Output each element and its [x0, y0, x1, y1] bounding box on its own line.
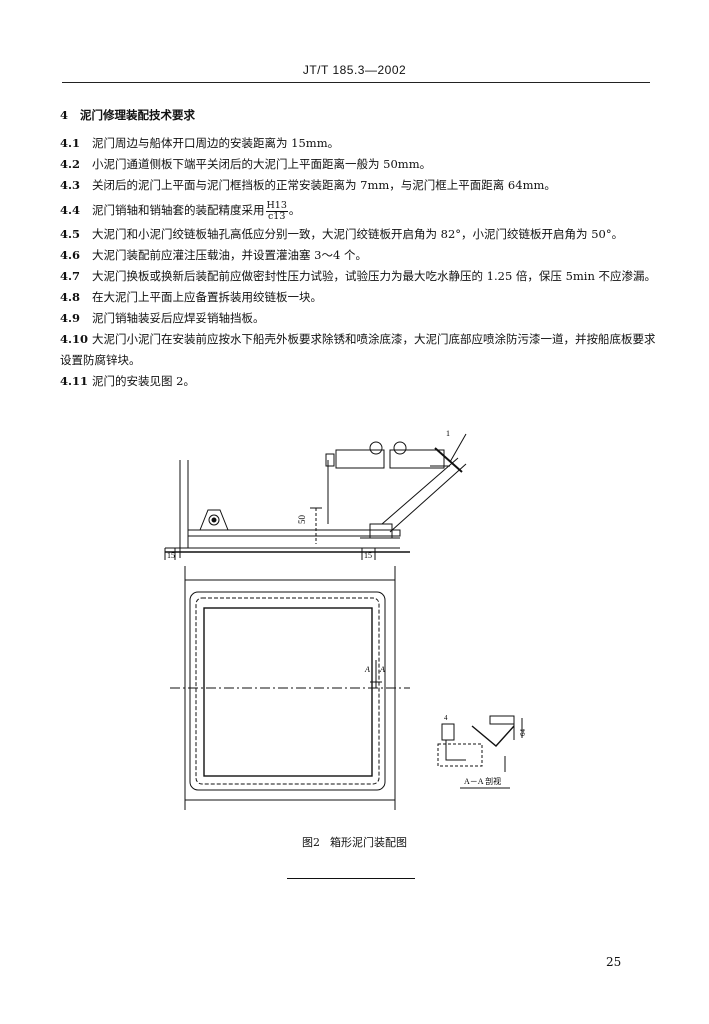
clause-text-end: 。: [288, 203, 301, 217]
clause-4-8: 4.8 在大泥门上平面上应备置拆装用绞链板一块。: [60, 287, 660, 308]
clause-number: 4.11: [60, 374, 89, 388]
clause-text: 大泥门小泥门在安装前应按水下船壳外板要求除锈和喷涂底漆，大泥门底部应喷涂防污漆一…: [60, 332, 656, 367]
clause-number: 4.9: [60, 311, 81, 325]
clause-number: 4.3: [60, 178, 81, 192]
channel-plate-top: [449, 433, 467, 463]
clause-text: 大泥门换板或换新后装配前应做密封性压力试验，试验压力为最大吃水静压的 1.25 …: [92, 269, 657, 283]
end-rule: [287, 878, 415, 879]
clause-number: 4.7: [60, 269, 81, 283]
large-door-top-plate: [187, 529, 401, 537]
clause-list: 4.1 泥门周边与船体开口周边的安装距离为 15mm。 4.2 小泥门通道侧板下端平…: [60, 133, 660, 392]
clause-text: 泥门的安装见图 2。: [92, 374, 195, 388]
mud-door-assembly-drawing: 50 15 15 1 A A 4 64 A－A 剖视: [164, 429, 527, 810]
clause-number: 4.6: [60, 248, 81, 262]
section-heading: 4 泥门修理装配技术要求: [60, 107, 195, 123]
section-flange: [441, 723, 455, 741]
figure-number: 图2: [302, 836, 320, 849]
clause-number: 4.4: [60, 203, 81, 217]
section-mark-a-left: A: [364, 665, 370, 674]
hinge-bracket: [199, 509, 229, 531]
figure-caption: 图2 箱形泥门装配图: [0, 834, 709, 850]
clause-number: 4.1: [60, 136, 81, 150]
clause-number: 4.8: [60, 290, 81, 304]
large-door-outer-outline: [189, 591, 386, 791]
clause-text: 泥门销轴装妥后应焊妥销轴挡板。: [92, 311, 265, 325]
fraction-denominator: c13: [267, 210, 286, 222]
clause-text: 大泥门装配前应灌注压载油，并设置灌油塞 3～4 个。: [92, 248, 367, 262]
section-number: 4: [60, 108, 69, 122]
hinge-pin-circle: [208, 514, 220, 526]
small-door-post-cap: [325, 453, 335, 467]
dimension-15-left-label: 15: [167, 551, 175, 560]
section-hull-outline: [437, 743, 483, 767]
page-header: JT/T 185.3—2002: [0, 63, 709, 77]
clause-4-5: 4.5 大泥门和小泥门绞链板轴孔高低应分别一致，大泥门绞链板开启角为 82°，小泥…: [60, 224, 660, 245]
clause-text: 小泥门通道侧板下端平关闭后的大泥门上平面距离一般为 50mm。: [92, 157, 432, 171]
clause-4-9: 4.9 泥门销轴装妥后应焊妥销轴挡板。: [60, 308, 660, 329]
large-door-inner-opening: [203, 607, 373, 777]
section-label-4: 4: [444, 714, 448, 722]
hinge-roller-2: [393, 441, 407, 455]
standard-code: JT/T 185.3—2002: [302, 63, 407, 77]
fraction-numerator: H13: [265, 199, 288, 212]
stop-bar: [434, 447, 463, 473]
clause-number: 4.2: [60, 157, 81, 171]
part-label-1: 1: [446, 429, 450, 438]
page-number: 25: [606, 955, 622, 969]
section-label-64: 64: [519, 729, 527, 737]
clause-4-7: 4.7 大泥门换板或换新后装配前应做密封性压力试验，试验压力为最大吃水静压的 1.…: [60, 266, 660, 287]
clause-4-1: 4.1 泥门周边与船体开口周边的安装距离为 15mm。: [60, 133, 660, 154]
clause-number: 4.10: [60, 332, 89, 346]
hinge-roller-1: [369, 441, 383, 455]
header-rule: [62, 82, 650, 83]
section-frame-profile: [445, 740, 466, 761]
clause-4-6: 4.6 大泥门装配前应灌注压载油，并设置灌油塞 3～4 个。: [60, 245, 660, 266]
section-view-label: A－A 剖视: [464, 776, 501, 786]
clause-text: 泥门周边与船体开口周边的安装距离为 15mm。: [92, 136, 340, 150]
dimension-50-label: 50: [297, 515, 307, 525]
clause-4-2: 4.2 小泥门通道侧板下端平关闭后的大泥门上平面距离一般为 50mm。: [60, 154, 660, 175]
section-seal-profile: [471, 725, 515, 747]
clause-text: 在大泥门上平面上应备置拆装用绞链板一块。: [92, 290, 322, 304]
figure-title: 箱形泥门装配图: [330, 836, 407, 849]
small-door-hinge-box-2: [389, 449, 445, 469]
clause-4-3: 4.3 关闭后的泥门上平面与泥门框挡板的正常安装距离为 7mm，与泥门框上平面距离…: [60, 175, 660, 196]
small-door-hinge-box-1: [335, 449, 385, 469]
ballast-oil-chamber: [195, 597, 380, 785]
hinge-pin-center: [211, 517, 217, 523]
section-cover-plate: [489, 715, 515, 725]
section-title: 泥门修理装配技术要求: [80, 108, 196, 122]
clause-text: 关闭后的泥门上平面与泥门框挡板的正常安装距离为 7mm，与泥门框上平面距离 64…: [92, 178, 556, 192]
channel-plate-line-2: [389, 463, 467, 533]
clause-text: 大泥门和小泥门绞链板轴孔高低应分别一致，大泥门绞链板开启角为 82°，小泥门绞链…: [92, 227, 624, 241]
dimension-15-right-label: 15: [364, 551, 372, 560]
section-mark-a-right: A: [379, 665, 385, 674]
clause-number: 4.5: [60, 227, 81, 241]
channel-plate-line: [381, 457, 459, 525]
clause-text: 泥门销轴和销轴套的装配精度采用: [92, 203, 265, 217]
